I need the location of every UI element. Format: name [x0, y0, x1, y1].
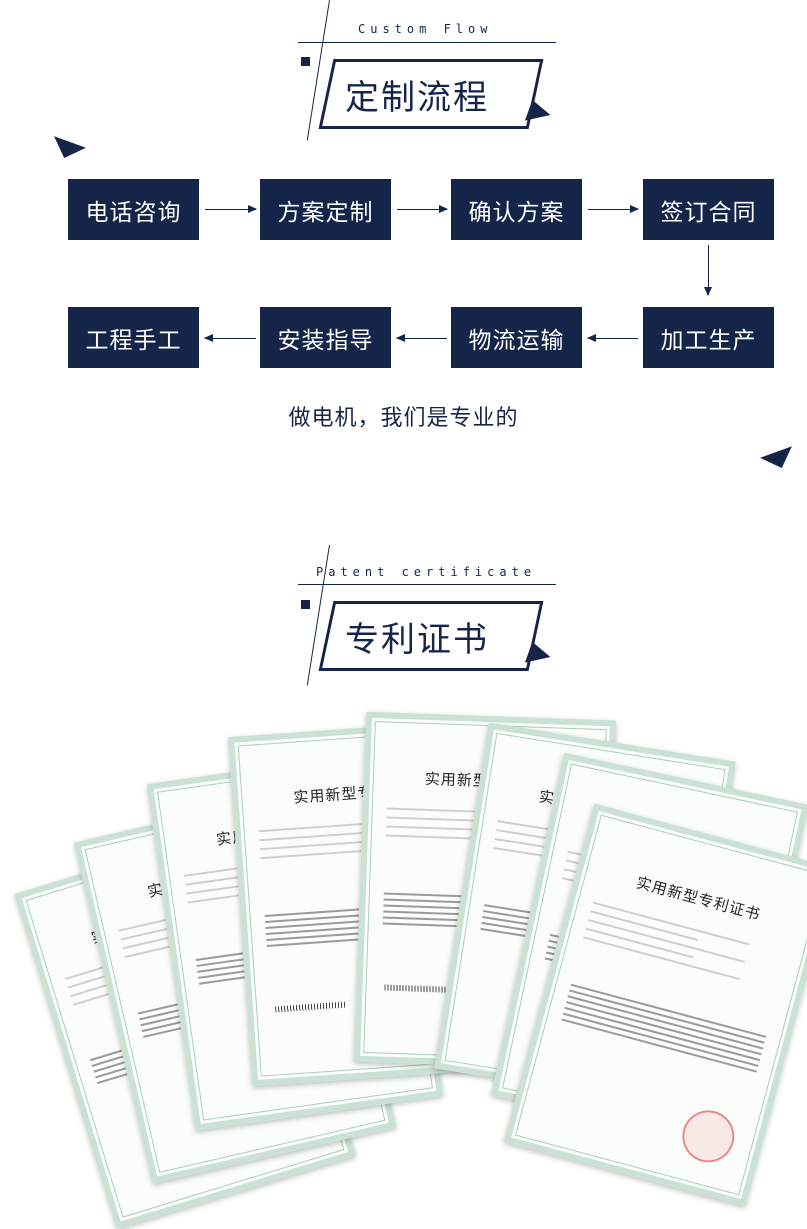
header-square	[301, 600, 310, 609]
flow-arrow-right	[397, 205, 448, 213]
flow-step-label: 加工生产	[660, 327, 757, 354]
flow-arrow-left	[204, 334, 256, 342]
flow-arrow-down	[704, 245, 712, 296]
header-rule	[298, 42, 556, 43]
section-title: 定制流程	[345, 78, 489, 118]
flow-step-plan-custom: 方案定制	[260, 179, 391, 240]
flow-step-label: 方案定制	[277, 199, 374, 226]
tagline: 做电机，我们是专业的	[288, 406, 519, 431]
flow-step-label: 工程手工	[85, 327, 182, 354]
flow-step-label: 签订合同	[660, 199, 757, 226]
flow-step-label: 确认方案	[468, 199, 565, 226]
flow-step-production: 加工生产	[643, 307, 774, 368]
flow-arrow-right	[205, 205, 257, 213]
header-square	[301, 57, 310, 66]
flow-step-logistics: 物流运输	[451, 307, 582, 368]
header-rule	[298, 584, 556, 585]
flow-step-confirm-plan: 确认方案	[451, 179, 582, 240]
flow-step-install-guide: 安装指导	[260, 307, 391, 368]
flow-arrow-right	[588, 205, 639, 213]
flow-step-label: 电话咨询	[85, 199, 182, 226]
flow-arrow-left	[396, 334, 447, 342]
flow-step-phone-consult: 电话咨询	[68, 179, 199, 240]
patent-subtitle: Patent certificate	[316, 565, 537, 579]
flow-step-label: 安装指导	[277, 327, 374, 354]
triangle-accent-icon	[760, 436, 792, 468]
section-title: 专利证书	[345, 620, 489, 660]
flow-arrow-left	[587, 334, 638, 342]
custom-flow-subtitle: Custom Flow	[358, 22, 493, 36]
flow-step-label: 物流运输	[468, 327, 565, 354]
flow-step-sign-contract: 签订合同	[643, 179, 774, 240]
triangle-accent-icon	[54, 126, 86, 158]
flow-step-engineering: 工程手工	[68, 307, 199, 368]
